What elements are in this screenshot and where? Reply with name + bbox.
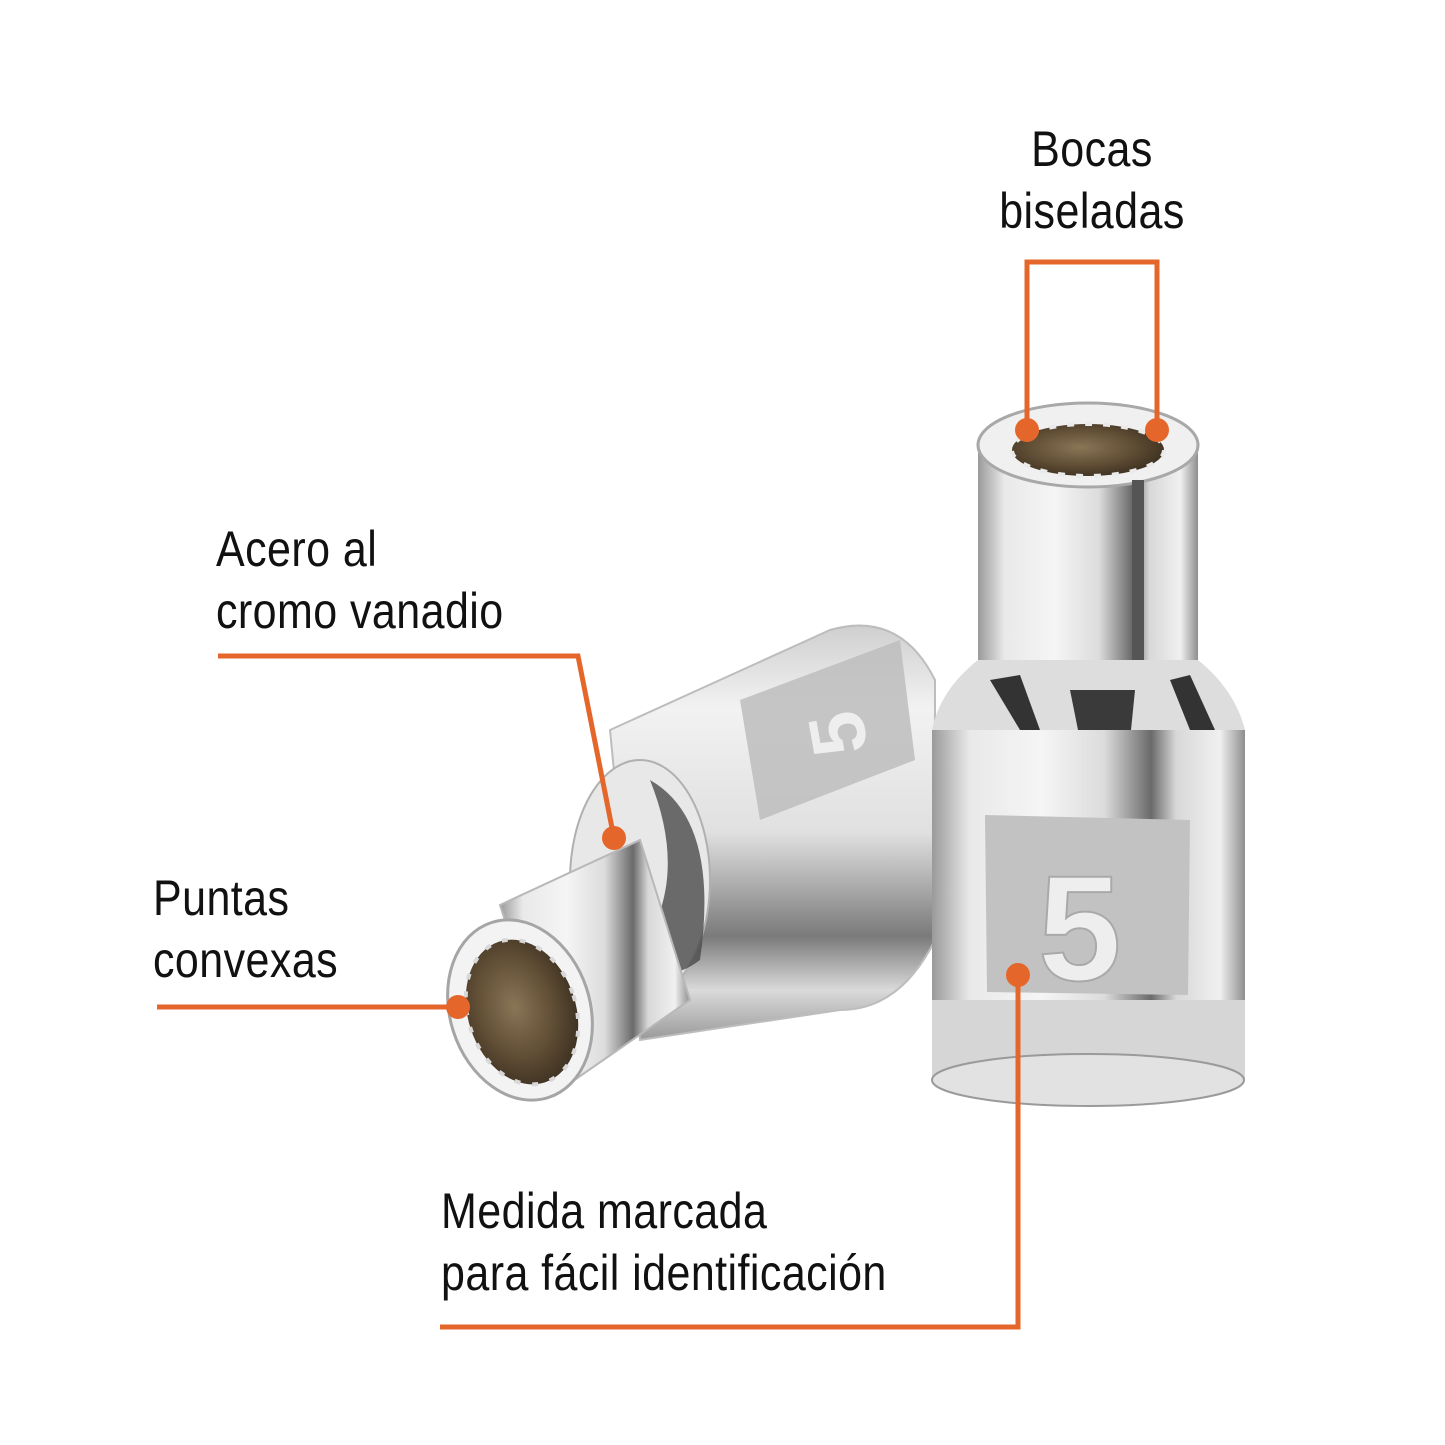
puntas-dot (446, 995, 470, 1019)
callout-lines (157, 259, 1160, 1330)
callout-text-line: Medida marcada (441, 1183, 768, 1239)
acero-dot (602, 826, 626, 850)
callout-text-line: Bocas (1031, 121, 1153, 177)
bocas-leader-line (1024, 259, 1160, 430)
size-marking: 5 (1038, 844, 1121, 1012)
medida-leader-line (440, 975, 1021, 1330)
callout-acero-cromo-vanadio: Acero al cromo vanadio (216, 518, 504, 642)
acero-leader-line (218, 653, 617, 839)
bocas-dot-left (1015, 418, 1039, 442)
callout-text-line: cromo vanadio (216, 583, 504, 639)
bocas-dot-right (1145, 418, 1169, 442)
callout-text-line: para fácil identificación (441, 1245, 887, 1301)
callout-text-line: biseladas (999, 183, 1185, 239)
callout-text-line: Acero al (216, 521, 378, 577)
lying-socket: 5 (446, 624, 936, 1102)
callout-text-line: convexas (153, 932, 339, 988)
callout-bocas-biseladas: Bocas biseladas (980, 118, 1204, 242)
callout-dots (446, 418, 1169, 1019)
standing-socket: 5 (931, 401, 1245, 1107)
medida-dot (1006, 963, 1030, 987)
callout-medida-marcada: Medida marcada para fácil identificación (441, 1180, 887, 1304)
callout-text-line: Puntas (153, 870, 290, 926)
callout-puntas-convexas: Puntas convexas (153, 867, 338, 991)
